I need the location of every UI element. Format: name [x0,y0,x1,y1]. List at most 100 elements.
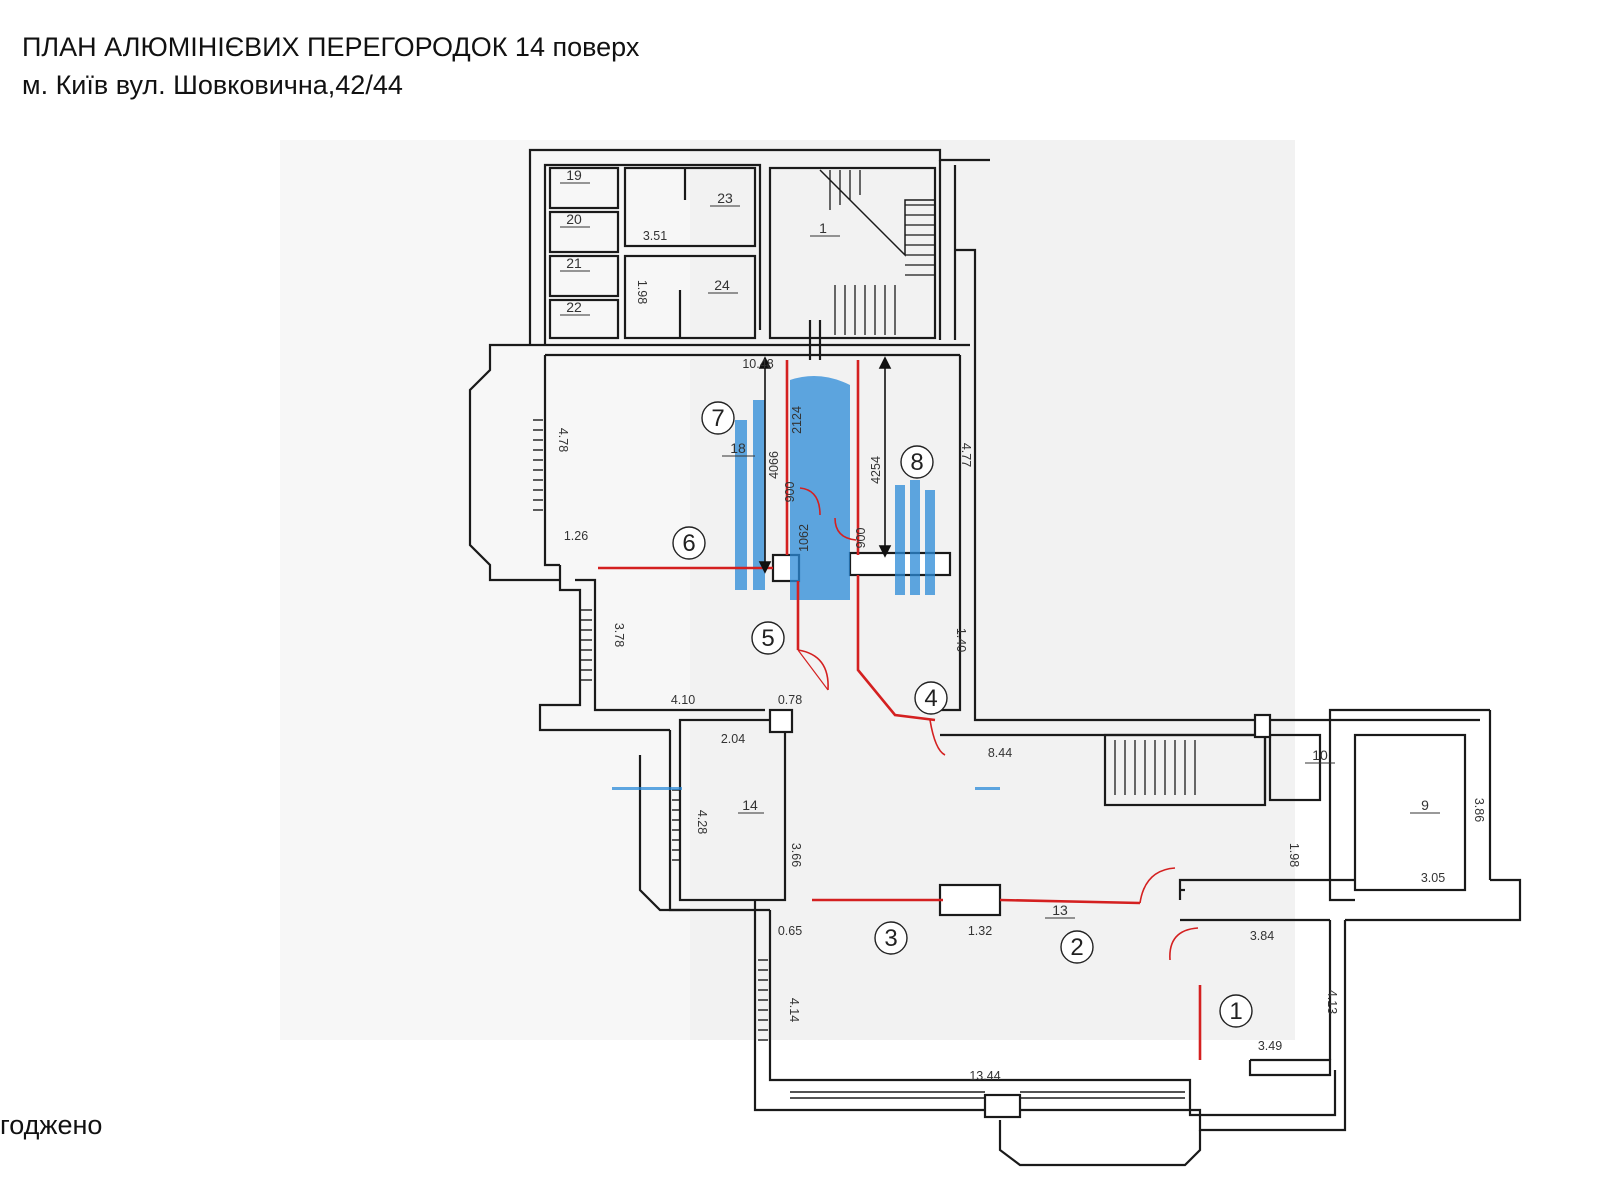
wall-room9-west [1328,720,1355,902]
bay-bottom [998,1120,1202,1167]
room-23-label: 23 [717,190,733,206]
dim-900-a: 900 [783,482,797,503]
wall-north-outer [528,148,990,345]
marker-6-label: 6 [682,530,695,557]
stair-lower-walls [1103,733,1267,807]
marker-4-circle [914,681,948,715]
closet-19 [548,166,620,210]
room-label-underlines [560,182,1440,919]
marker-8-circle [900,445,934,479]
door-swing-1 [1169,927,1199,961]
door-swing-8 [834,517,857,541]
pillar-stair [1253,713,1272,739]
room-labels: 19 20 21 22 23 24 1 18 14 13 10 9 [566,167,1429,918]
dim-3-05: 3.05 [1421,871,1445,885]
dim-3-49: 3.49 [1258,1039,1282,1053]
room-9-label: 9 [1421,797,1429,813]
dim-4-28: 4.28 [695,810,709,834]
marker-5-circle [751,621,785,655]
closet-20 [548,210,620,254]
door-leaf-5 [797,649,829,691]
stair-handrail [819,169,935,257]
dim-4254: 4254 [869,456,883,484]
dim-4-78: 4.78 [556,428,570,452]
marker-3-circle [874,921,908,955]
marker-7-circle [701,401,735,435]
dim-10-48: 10.48 [742,357,773,371]
dim-4066: 4066 [767,451,781,479]
marker-1-circle [1219,994,1253,1028]
bay-14 [638,755,690,912]
partitions [598,360,1202,1060]
partition-4 [856,575,936,722]
stair-1-walls [768,166,937,340]
wall-west-lower [538,565,670,732]
door-swing-7 [799,487,821,516]
stair-treads [829,170,1196,795]
room-14-label: 14 [742,797,758,813]
marker-2-label: 2 [1070,934,1083,961]
wall-bottom-room-inner [768,910,1337,1117]
room-1-label: 1 [819,220,827,236]
dim-4-13: 4.13 [1325,990,1339,1014]
dim-3-86: 3.86 [1472,798,1486,822]
dim-13-44: 13.44 [969,1069,1000,1083]
plan-title: ПЛАН АЛЮМІНІЄВИХ ПЕРЕГОРОДОК 14 поверх [22,32,640,62]
plan-address: м. Київ вул. Шовковична,42/44 [22,70,403,100]
marker-4-label: 4 [924,685,937,712]
closet-21 [548,254,620,298]
wall-west-upper [543,355,560,567]
room-24-walls [623,254,757,340]
dim-3-84: 3.84 [1250,929,1274,943]
dimension-labels: 3.51 1.98 10.48 2124 4066 900 1062 900 4… [556,229,1486,1083]
wall-east-jog [955,248,977,345]
dim-1-98-b: 1.98 [1287,843,1301,867]
wall-corridor-south [1178,878,1355,900]
partition-2 [999,898,1141,905]
room-23-walls [623,166,757,248]
room-22-label: 22 [566,299,582,315]
dim-3-66: 3.66 [789,843,803,867]
dim-4-77: 4.77 [959,443,973,467]
footer-text: годжено [0,1110,103,1140]
marker-1-label: 1 [1229,998,1242,1025]
wall-corridor-north [973,345,1480,722]
dim-0-65: 0.65 [778,924,802,938]
marker-5-label: 5 [761,625,774,652]
room-19-label: 19 [566,167,582,183]
partition-markers: 1 2 3 4 5 6 7 8 [672,401,1253,1028]
marker-6-circle [672,526,706,560]
dim-2124: 2124 [790,406,804,434]
wall-lower-inner [575,578,765,712]
dim-3-78: 3.78 [612,623,626,647]
dim-8-44: 8.44 [988,746,1012,760]
room-18-label: 18 [730,440,746,456]
wall-room9-top [1328,708,1490,720]
watermark-logo [612,376,1000,790]
wall-bottom-room-outer-west [753,900,985,1112]
bay-window-upper [468,343,560,582]
room-20-label: 20 [566,211,582,227]
room-10-walls [1268,733,1322,802]
room-21-label: 21 [566,255,582,271]
door-swing-4 [929,719,946,756]
door-swing-5 [797,649,829,691]
marker-3-label: 3 [884,925,897,952]
room-9-walls [1353,733,1467,892]
dim-2-04: 2.04 [721,732,745,746]
dim-1062: 1062 [797,524,811,552]
room-10-label: 10 [1312,747,1328,763]
dim-1-40: 1.40 [954,628,968,652]
marker-8-label: 8 [910,449,923,476]
wall-north-inner [543,163,762,345]
pillar-bottom [938,883,1002,917]
window-bottom-right [1248,1058,1332,1077]
pillar-lower [768,708,794,734]
room-24-label: 24 [714,277,730,293]
dim-4-14: 4.14 [787,998,801,1022]
closet-22 [548,298,620,340]
dim-1-98-a: 1.98 [635,280,649,304]
marker-7-label: 7 [711,405,724,432]
window-hatching [533,419,1185,1099]
